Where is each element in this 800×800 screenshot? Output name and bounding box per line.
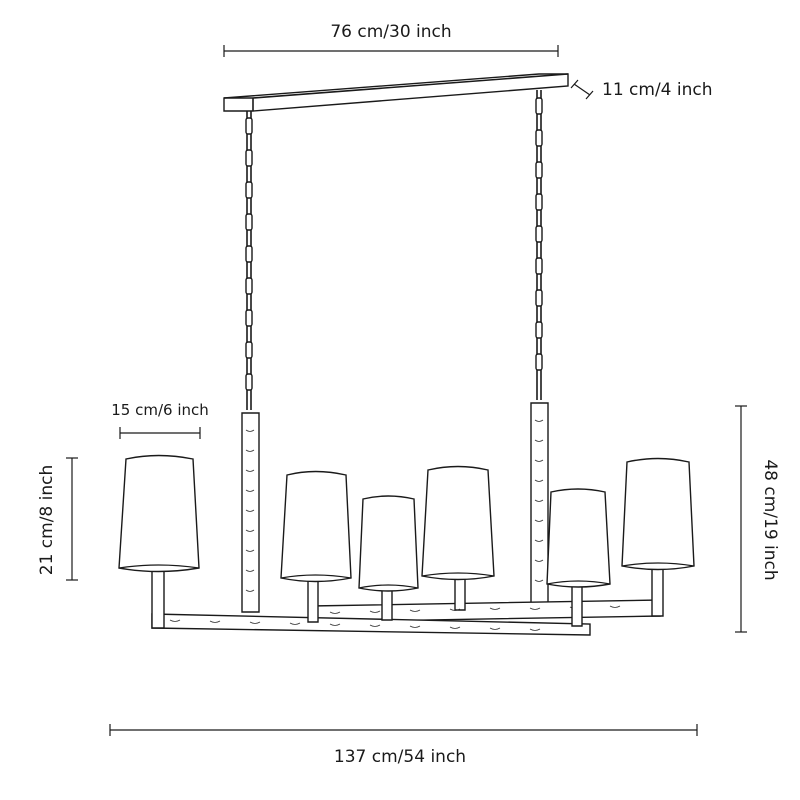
canopy-height-label: 11 cm/4 inch <box>602 80 713 100</box>
overall-width-dimension: 137 cm/54 inch <box>109 724 698 767</box>
ceiling-canopy <box>223 73 569 112</box>
canopy-width-dimension: 76 cm/30 inch <box>223 22 559 57</box>
canopy-width-label: 76 cm/30 inch <box>330 22 451 42</box>
canopy-height-dimension: 11 cm/4 inch <box>570 79 713 100</box>
fixture-height-dimension: 48 cm/19 inch <box>735 405 780 633</box>
frame-front-arm <box>151 412 591 636</box>
fixture-height-label: 48 cm/19 inch <box>760 459 780 580</box>
lamp-shade-6 <box>621 457 695 571</box>
lamp-shade-1 <box>118 454 200 573</box>
shade-height-dimension: 21 cm/8 inch <box>37 457 78 581</box>
shade-height-label: 21 cm/8 inch <box>37 465 57 576</box>
shade-width-label: 15 cm/6 inch <box>111 401 209 419</box>
lamp-shade-2 <box>280 470 352 583</box>
lamp-shade-4 <box>421 465 495 581</box>
lamp-shade-5 <box>546 488 611 588</box>
lamp-shades <box>118 454 695 592</box>
overall-width-label: 137 cm/54 inch <box>334 747 466 767</box>
lamp-shade-3 <box>358 495 419 592</box>
shade-width-dimension: 15 cm/6 inch <box>111 401 209 439</box>
right-chain <box>535 90 543 400</box>
left-chain <box>245 111 253 410</box>
